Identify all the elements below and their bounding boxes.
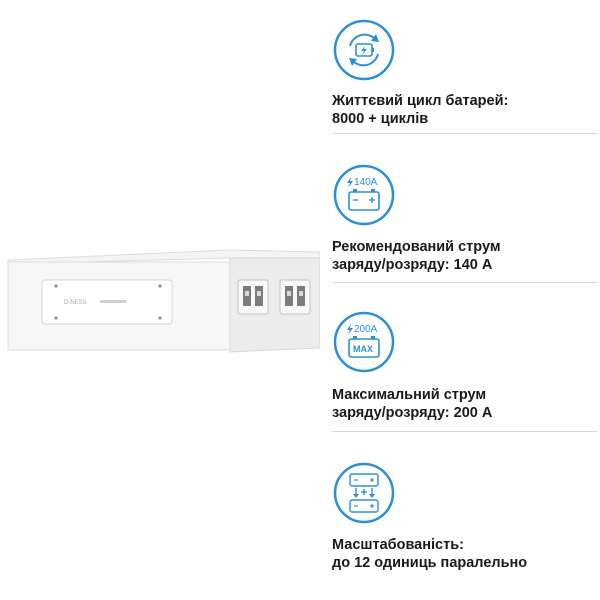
feature-max-current-line1: Максимальний струм: [332, 387, 487, 403]
terminal-right: [279, 279, 311, 315]
icon-max-text: MAX: [353, 344, 373, 354]
feature-scalability-line2: до 12 одиниць паралельно: [332, 555, 528, 571]
battery-140a-icon: 140A: [332, 163, 396, 227]
feature-scalability-line1: Масштабованість:: [332, 537, 464, 553]
icon-200a-text: 200A: [354, 324, 378, 335]
feature-max-current-line2: заряду/розряду: 200 А: [332, 405, 493, 421]
battery-cycle-icon: [332, 18, 396, 82]
divider: [332, 431, 597, 432]
divider: [332, 133, 597, 134]
feature-recommended-current-line2: заряду/розряду: 140 А: [332, 257, 493, 273]
brand-logo-text: D-NESS: [64, 300, 87, 306]
feature-recommended-current-line1: Рекомендований струм: [332, 239, 501, 255]
divider: [332, 282, 597, 283]
battery-parallel-icon: [332, 461, 396, 525]
terminal-left: [237, 279, 269, 315]
feature-cycle-life-line1: Життєвий цикл батарей:: [332, 93, 509, 109]
battery-product-image: D-NESS: [0, 200, 321, 380]
feature-cycle-life-line2: 8000 + циклів: [332, 111, 429, 127]
icon-140a-text: 140A: [354, 177, 378, 188]
battery-200a-max-icon: 200A MAX: [332, 310, 396, 374]
features-list: Життєвий цикл батарей: 8000 + циклів 140…: [325, 0, 600, 600]
